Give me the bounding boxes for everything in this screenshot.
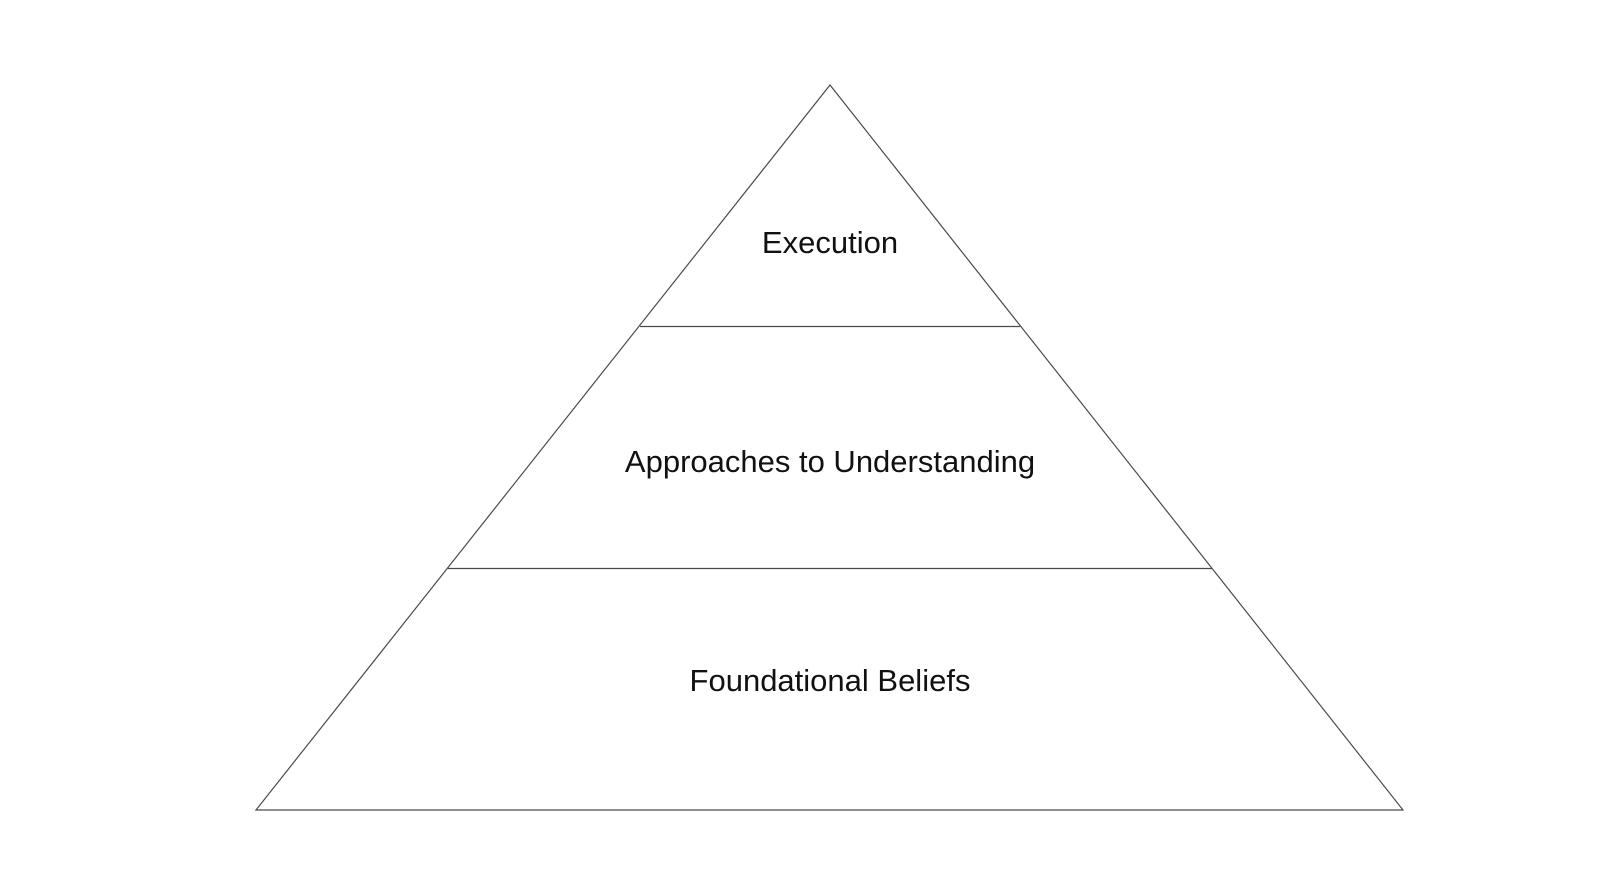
tier-label-bottom: Foundational Beliefs (690, 663, 971, 698)
tier-label-middle: Approaches to Understanding (625, 444, 1035, 479)
pyramid-outline (254, 84, 1405, 811)
tier-label-top: Execution (762, 225, 898, 260)
